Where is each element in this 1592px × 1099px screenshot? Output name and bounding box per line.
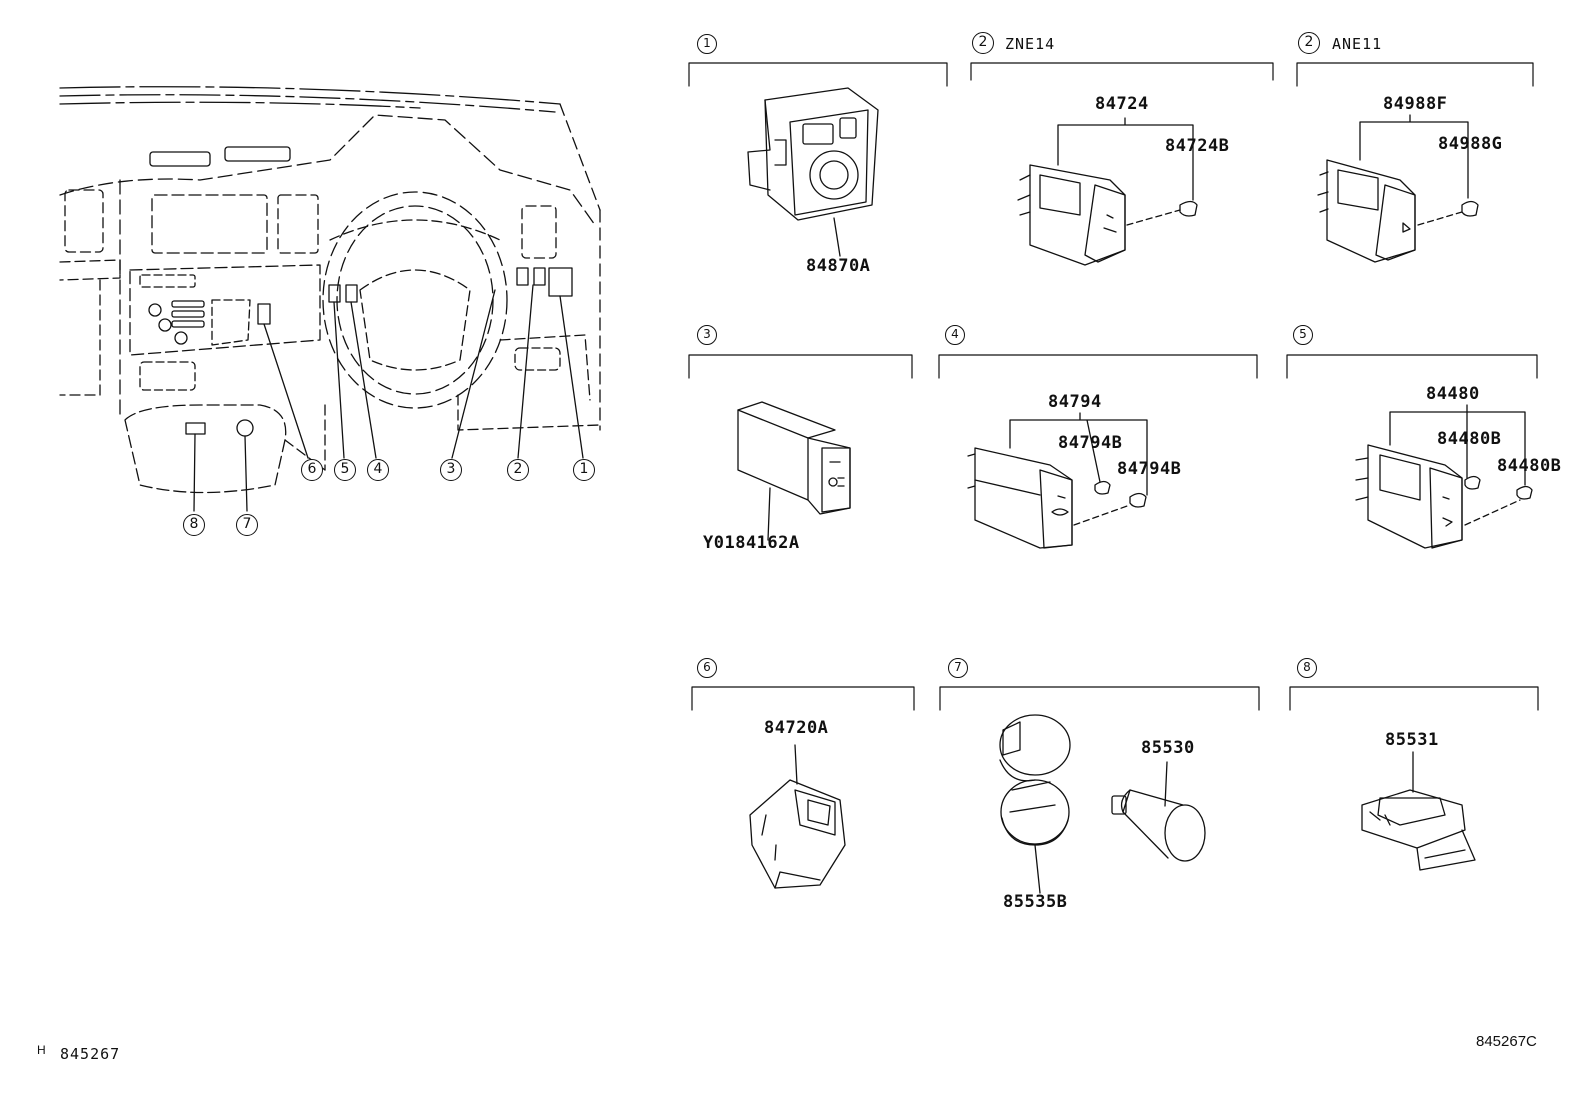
- overview-callout-2: 2: [507, 459, 529, 481]
- part-number-85531: 85531: [1385, 730, 1439, 750]
- section-callout-4: 4: [945, 325, 965, 345]
- switch-84720a-drawing: [749, 744, 846, 889]
- part-number-84480b-1: 84480B: [1437, 429, 1502, 449]
- part-number-84794b-1: 84794B: [1058, 433, 1123, 453]
- part-number-84794b-2: 84794B: [1117, 459, 1182, 479]
- section-callout-8: 8: [1297, 658, 1317, 678]
- section-callout-3: 3: [697, 325, 717, 345]
- section-callout-7: 7: [948, 658, 968, 678]
- part-number-84480: 84480: [1426, 384, 1480, 404]
- part-number-84724b: 84724B: [1165, 136, 1230, 156]
- part-number-84720a: 84720A: [764, 718, 829, 738]
- section-callout-5: 5: [1293, 325, 1313, 345]
- footer-left-code: 845267: [60, 1045, 121, 1063]
- overview-callout-3: 3: [440, 459, 462, 481]
- part-number-85530: 85530: [1141, 738, 1195, 758]
- footer-right-code: 845267C: [1476, 1033, 1537, 1050]
- part-number-84724: 84724: [1095, 94, 1149, 114]
- part-number-84988g: 84988G: [1438, 134, 1503, 154]
- socket-85535b-drawing: [999, 714, 1071, 894]
- part-number-85535b: 85535B: [1003, 892, 1068, 912]
- overview-callout-7: 7: [236, 514, 258, 536]
- overview-callout-6: 6: [301, 459, 323, 481]
- mirror-switch-drawing: [747, 87, 879, 257]
- section-callout-2-ane11: 2: [1298, 32, 1320, 54]
- footer-prefix: H: [37, 1043, 46, 1057]
- overview-callout-1: 1: [573, 459, 595, 481]
- switch-84724-drawing: [1017, 117, 1198, 266]
- part-number-84988f: 84988F: [1383, 94, 1448, 114]
- plug-85530-drawing: [1111, 761, 1206, 862]
- housing-85531-drawing: [1361, 751, 1476, 871]
- part-number-84480b-2: 84480B: [1497, 456, 1562, 476]
- overview-callout-8: 8: [183, 514, 205, 536]
- section-brackets: [688, 62, 1539, 711]
- part-number-84870a: 84870A: [806, 256, 871, 276]
- section-callout-2-zne14: 2: [972, 32, 994, 54]
- switch-84794-drawing: [967, 412, 1148, 549]
- overview-callout-4: 4: [367, 459, 389, 481]
- switch-84480-drawing: [1355, 404, 1533, 549]
- variant-label-zne14: ZNE14: [1005, 35, 1056, 53]
- switch-84988f-drawing: [1317, 114, 1479, 263]
- variant-label-ane11: ANE11: [1332, 35, 1383, 53]
- overview-callout-5: 5: [334, 459, 356, 481]
- section-callout-6: 6: [697, 658, 717, 678]
- part-number-84794: 84794: [1048, 392, 1102, 412]
- dashboard-overview-drawing: [59, 86, 601, 512]
- section-callout-1: 1: [697, 34, 717, 54]
- part-number-y0184162a: Y0184162A: [703, 533, 800, 553]
- fog-switch-drawing: [737, 401, 851, 541]
